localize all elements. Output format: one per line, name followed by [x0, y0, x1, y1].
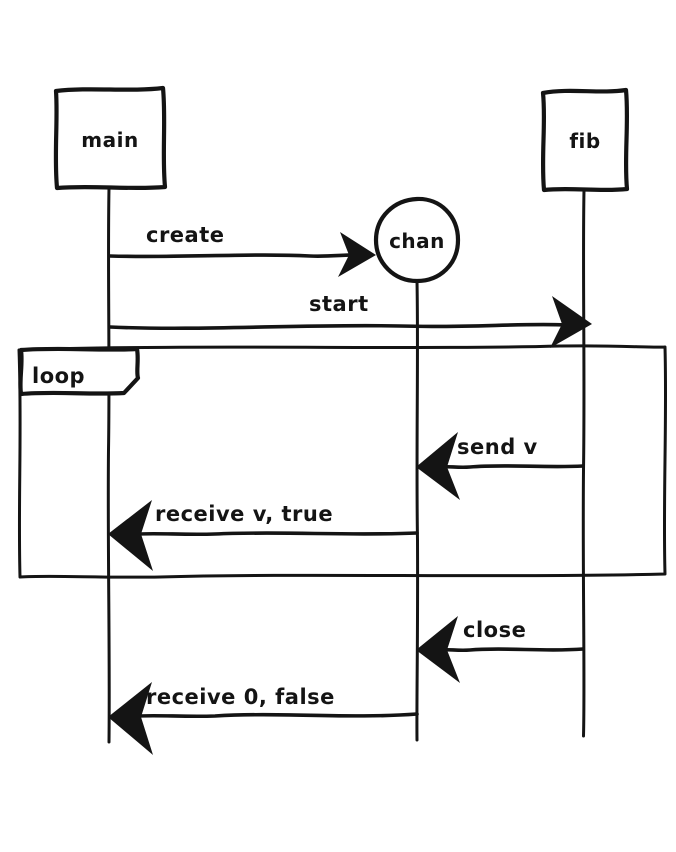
message-receive-v-true-line — [138, 531, 419, 537]
participant-main-box — [53, 85, 168, 191]
message-close-arrowhead — [416, 616, 460, 683]
participant-chan-circle — [373, 196, 461, 284]
message-start-line — [108, 322, 568, 331]
message-receive-zero-false-arrowhead — [108, 682, 153, 755]
loop-frame-label: loop — [32, 364, 85, 388]
loop-frame-outline — [17, 344, 668, 579]
participant-chan[interactable]: chan — [373, 196, 461, 284]
message-close-line — [440, 647, 585, 653]
message-send-v-arrowhead — [416, 432, 460, 500]
message-start[interactable]: start — [108, 292, 592, 348]
message-create-label: create — [146, 223, 225, 247]
participant-main-label: main — [81, 128, 138, 152]
message-receive-zero-false[interactable]: receive 0, false — [108, 682, 419, 755]
loop-label-tab — [18, 346, 141, 397]
message-close-label: close — [463, 618, 526, 642]
message-send-v-line — [440, 464, 585, 470]
participant-main[interactable]: main — [53, 85, 168, 191]
message-send-v-label: send v — [457, 435, 538, 459]
lifeline-main — [106, 186, 111, 744]
message-receive-v-true[interactable]: receive v, true — [108, 500, 419, 571]
participant-chan-label: chan — [389, 229, 445, 253]
loop-frame: loop — [17, 344, 668, 579]
lifelines-group — [106, 186, 586, 744]
message-send-v[interactable]: send v — [416, 432, 585, 500]
lifeline-fib — [581, 188, 586, 738]
message-create-arrowhead — [338, 232, 376, 277]
message-receive-zero-false-label: receive 0, false — [146, 685, 335, 709]
lifeline-chan — [415, 279, 420, 742]
participant-fib-box — [540, 87, 630, 193]
message-close[interactable]: close — [416, 616, 585, 683]
message-receive-v-true-arrowhead — [108, 500, 153, 571]
message-create[interactable]: create — [108, 223, 376, 277]
message-start-arrowhead — [550, 296, 592, 348]
message-receive-v-true-label: receive v, true — [155, 502, 333, 526]
message-start-label: start — [309, 292, 369, 316]
message-create-line — [108, 252, 368, 259]
message-receive-zero-false-line — [138, 712, 419, 719]
participant-fib-label: fib — [569, 129, 600, 153]
participant-fib[interactable]: fib — [540, 87, 630, 193]
